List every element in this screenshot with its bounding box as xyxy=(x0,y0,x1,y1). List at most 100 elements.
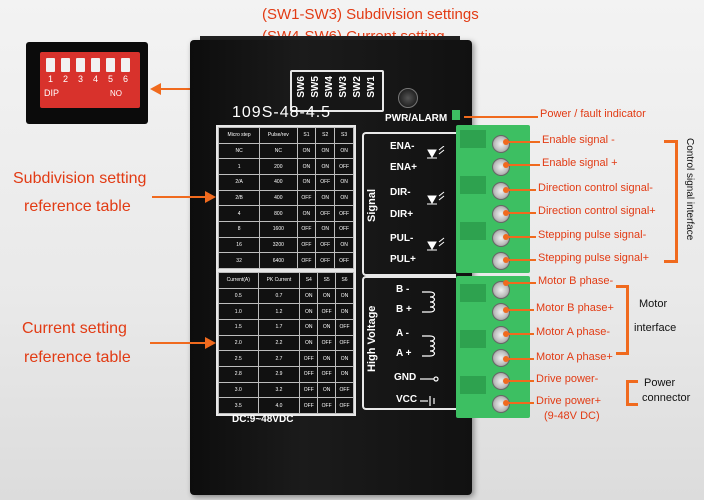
power-bracket-bottom xyxy=(626,403,638,406)
table-cell: 2.5 xyxy=(218,350,259,367)
dir-pos-line xyxy=(506,212,536,214)
power-fault-line xyxy=(464,116,538,118)
table-cell: OFF xyxy=(334,205,354,222)
terminal-screw-icon xyxy=(492,252,510,270)
table-cell: OFF xyxy=(315,173,336,191)
model-number: 109S-48-4.5 xyxy=(232,104,332,121)
subdivision-title-line2: reference table xyxy=(24,198,131,215)
motor-b-neg-dot xyxy=(503,280,509,286)
motor-a-pos-line xyxy=(506,358,534,360)
table-cell: OFF xyxy=(296,189,317,207)
terminal-tab xyxy=(460,130,486,148)
terminal-tab xyxy=(460,176,486,194)
table-cell: 3.0 xyxy=(218,381,259,399)
table-cell: ON xyxy=(335,287,354,305)
step-pos-line xyxy=(506,259,536,261)
pin-pul-pos: PUL+ xyxy=(390,254,416,265)
table-cell: 2.9 xyxy=(257,365,301,383)
motor-b-pos-dot xyxy=(503,307,509,313)
table-cell: ON xyxy=(315,142,336,160)
table-cell: 1 xyxy=(217,158,261,175)
table-header: PK Current xyxy=(257,272,301,289)
motor-a-neg-label: Motor A phase- xyxy=(536,326,610,338)
table-cell: 3.5 xyxy=(218,397,259,414)
table-header: S3 xyxy=(334,127,354,144)
dir-pos-dot xyxy=(503,210,509,216)
table-cell: 800 xyxy=(259,205,298,222)
dip-toggle xyxy=(76,58,85,72)
table-cell: ON xyxy=(296,142,317,160)
table-cell: 1.5 xyxy=(218,318,259,336)
pin-dir-neg: DIR- xyxy=(390,187,411,198)
dip-text: DIP xyxy=(44,88,60,98)
table-cell: ON xyxy=(317,318,337,336)
voltage-rating: DC:9~48VDC xyxy=(232,414,294,425)
table-cell: 3200 xyxy=(259,236,298,254)
current-pointer-line xyxy=(150,342,214,344)
dir-neg-line xyxy=(506,189,536,191)
table-header: S5 xyxy=(317,272,337,289)
power-bracket-side xyxy=(626,380,629,406)
dip-toggle xyxy=(91,58,100,72)
table-cell: OFF xyxy=(299,350,319,367)
terminal-screw-icon xyxy=(492,229,510,247)
table-cell: ON xyxy=(315,189,336,207)
sw4-label: SW4 xyxy=(324,76,335,98)
coil-diagram xyxy=(420,291,439,406)
table-header: S2 xyxy=(315,127,336,144)
step-neg-label: Stepping pulse signal- xyxy=(538,229,647,241)
step-pos-dot xyxy=(503,257,509,263)
power-bracket-top xyxy=(626,380,638,383)
motor-a-pos-dot xyxy=(503,356,509,362)
table-cell: 1.2 xyxy=(257,303,301,320)
enable-pos-line xyxy=(506,164,540,166)
power-connector-line2: connector xyxy=(642,392,691,404)
table-header: S1 xyxy=(296,127,317,144)
dip-number: 2 xyxy=(63,74,69,84)
sw6-label: SW6 xyxy=(296,76,307,98)
table-cell: ON xyxy=(299,334,319,352)
dip-number: 1 xyxy=(48,74,54,84)
pin-pul-neg: PUL- xyxy=(390,233,414,244)
enable-neg-dot xyxy=(503,139,509,145)
pin-b-neg: B - xyxy=(396,284,410,295)
signal-frame xyxy=(362,132,456,276)
table-cell: 4.0 xyxy=(257,397,301,414)
motor-b-neg-line xyxy=(506,282,536,284)
table-cell: NC xyxy=(259,142,298,160)
enable-neg-label: Enable signal - xyxy=(542,134,615,146)
enable-pos-dot xyxy=(503,162,509,168)
table-cell: 32 xyxy=(217,252,261,269)
signal-label: Signal xyxy=(366,188,378,222)
motor-bracket-side xyxy=(626,285,629,355)
terminal-tab xyxy=(460,222,486,240)
current-arrow-icon xyxy=(205,337,216,349)
dip-toggle xyxy=(121,58,130,72)
table-cell: 8 xyxy=(217,220,261,238)
pin-gnd: GND xyxy=(394,372,417,383)
table-cell: OFF xyxy=(296,252,317,269)
table-cell: ON xyxy=(299,287,319,305)
table-header: Current(A) xyxy=(218,272,259,289)
power-connector-line1: Power xyxy=(644,377,676,389)
motor-bracket-bottom xyxy=(616,352,628,355)
dip-number: 3 xyxy=(78,74,84,84)
high-voltage-label: High Voltage xyxy=(366,305,378,372)
led-indicator xyxy=(452,110,460,120)
table-cell: 3.2 xyxy=(257,381,301,399)
table-cell: 2.7 xyxy=(257,350,301,367)
table-cell: 2/A xyxy=(217,173,261,191)
dir-neg-dot xyxy=(503,187,509,193)
table-cell: ON xyxy=(315,158,336,175)
table-cell: 1.0 xyxy=(218,303,259,320)
table-cell: OFF xyxy=(335,318,354,336)
motor-a-pos-label: Motor A phase+ xyxy=(536,351,613,363)
